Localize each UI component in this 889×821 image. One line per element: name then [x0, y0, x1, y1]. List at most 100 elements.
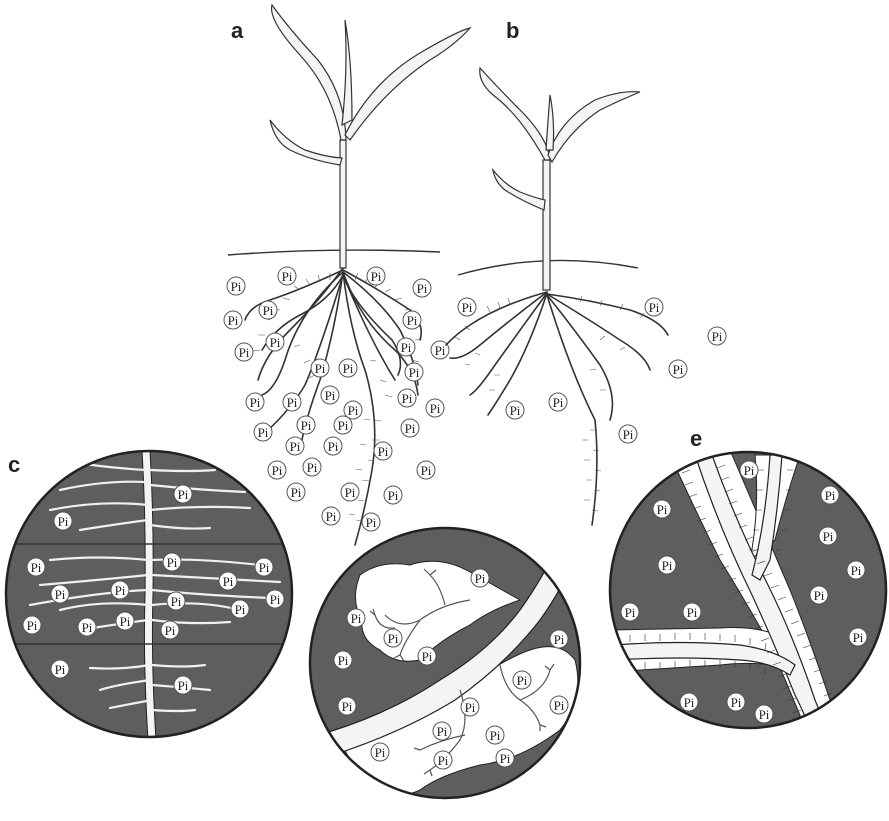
svg-text:Pi: Pi — [55, 587, 66, 602]
phosphate-ion: Pi — [550, 630, 568, 648]
phosphate-ion: Pi — [740, 461, 758, 479]
phosphate-ion: Pi — [161, 621, 179, 639]
phosphate-ion: Pi — [362, 513, 380, 531]
phosphate-ion: Pi — [513, 671, 531, 689]
svg-text:Pi: Pi — [853, 630, 864, 645]
svg-text:Pi: Pi — [120, 614, 131, 629]
plant-shoot-b — [480, 68, 640, 290]
panel-b: b — [446, 18, 668, 525]
svg-text:Pi: Pi — [239, 345, 250, 360]
phosphate-ion: Pi — [334, 651, 352, 669]
phosphate-ion: Pi — [397, 338, 415, 356]
phosphate-ion: Pi — [680, 693, 698, 711]
svg-text:Pi: Pi — [378, 444, 389, 459]
svg-text:Pi: Pi — [684, 695, 695, 710]
phosphate-ion: Pi — [287, 483, 305, 501]
svg-text:Pi: Pi — [437, 724, 448, 739]
phosphate-ion: Pi — [417, 461, 435, 479]
svg-text:Pi: Pi — [371, 269, 382, 284]
phosphate-ion: Pi — [849, 628, 867, 646]
phosphate-ion: Pi — [297, 416, 315, 434]
svg-text:Pi: Pi — [421, 463, 432, 478]
svg-text:Pi: Pi — [712, 329, 723, 344]
phosphate-ion: Pi — [51, 585, 69, 603]
svg-text:Pi: Pi — [223, 574, 234, 589]
phosphate-ion: Pi — [321, 386, 339, 404]
phosphate-ion: Pi — [78, 618, 96, 636]
phosphate-ion: Pi — [341, 483, 359, 501]
phosphate-ion: Pi — [471, 569, 489, 587]
phosphate-ion: Pi — [27, 558, 45, 576]
svg-text:Pi: Pi — [272, 463, 283, 478]
phosphate-ion: Pi — [54, 512, 72, 530]
svg-text:Pi: Pi — [687, 605, 698, 620]
svg-text:Pi: Pi — [462, 300, 473, 315]
phosphate-ion: Pi — [246, 393, 264, 411]
phosphate-ion: Pi — [163, 553, 181, 571]
phosphate-ion: Pi — [338, 697, 356, 715]
svg-text:Pi: Pi — [315, 361, 326, 376]
phosphate-ion: Pi — [398, 389, 416, 407]
svg-text:Pi: Pi — [338, 418, 349, 433]
svg-text:Pi: Pi — [250, 395, 261, 410]
svg-text:Pi: Pi — [351, 611, 362, 626]
phosphate-ion: Pi — [167, 592, 185, 610]
phosphate-ion: Pi — [403, 311, 421, 329]
phosphate-ion: Pi — [550, 696, 568, 714]
phosphate-ion: Pi — [683, 603, 701, 621]
phosphate-ion: Pi — [669, 360, 687, 378]
phosphate-ion: Pi — [51, 660, 69, 678]
svg-text:Pi: Pi — [115, 583, 126, 598]
svg-text:Pi: Pi — [490, 728, 501, 743]
phosphate-ion: Pi — [384, 486, 402, 504]
svg-text:Pi: Pi — [825, 488, 836, 503]
svg-text:Pi: Pi — [342, 699, 353, 714]
svg-text:Pi: Pi — [55, 662, 66, 677]
phosphate-ion: Pi — [755, 705, 773, 723]
svg-text:Pi: Pi — [235, 602, 246, 617]
svg-text:Pi: Pi — [517, 673, 528, 688]
svg-text:Pi: Pi — [290, 439, 301, 454]
phosphate-ion: Pi — [549, 393, 567, 411]
phosphate-ion: Pi — [426, 399, 444, 417]
svg-text:Pi: Pi — [301, 418, 312, 433]
soil-surface-line — [228, 250, 440, 255]
phosphate-ion: Pi — [235, 343, 253, 361]
phosphate-ion: Pi — [259, 301, 277, 319]
phosphate-ion: Pi — [434, 751, 452, 769]
phosphate-ion: Pi — [810, 586, 828, 604]
phosphate-ion: Pi — [374, 442, 392, 460]
svg-text:Pi: Pi — [731, 695, 742, 710]
phosphate-symbols-panel-a: Pi Pi Pi Pi Pi Pi Pi Pi Pi Pi Pi Pi Pi P… — [224, 267, 449, 531]
svg-text:Pi: Pi — [673, 362, 684, 377]
phosphate-ion: Pi — [339, 359, 357, 377]
svg-text:Pi: Pi — [417, 281, 428, 296]
svg-text:Pi: Pi — [407, 313, 418, 328]
svg-text:Pi: Pi — [388, 631, 399, 646]
phosphate-ion: Pi — [219, 572, 237, 590]
panel-d: d Pi — [300, 520, 600, 820]
svg-text:Pi: Pi — [500, 751, 511, 766]
svg-text:Pi: Pi — [623, 427, 634, 442]
svg-text:Pi: Pi — [435, 343, 446, 358]
svg-text:Pi: Pi — [258, 425, 269, 440]
phosphate-ion: Pi — [367, 267, 385, 285]
phosphate-ion: Pi — [708, 327, 726, 345]
phosphate-symbols-panel-b: Pi Pi Pi Pi Pi Pi Pi — [458, 298, 726, 443]
svg-text:Pi: Pi — [31, 560, 42, 575]
phosphate-ion: Pi — [303, 458, 321, 476]
phosphate-ion: Pi — [286, 437, 304, 455]
panel-c: c — [0, 440, 300, 750]
phosphate-ion: Pi — [347, 609, 365, 627]
svg-text:Pi: Pi — [270, 335, 281, 350]
phosphate-ion: Pi — [433, 722, 451, 740]
svg-text:Pi: Pi — [343, 361, 354, 376]
svg-text:Pi: Pi — [338, 653, 349, 668]
svg-text:Pi: Pi — [282, 269, 293, 284]
phosphate-ion: Pi — [486, 726, 504, 744]
phosphate-ion: Pi — [819, 527, 837, 545]
svg-text:Pi: Pi — [401, 340, 412, 355]
phosphate-ion: Pi — [174, 676, 192, 694]
svg-text:Pi: Pi — [823, 529, 834, 544]
svg-text:Pi: Pi — [366, 515, 377, 530]
